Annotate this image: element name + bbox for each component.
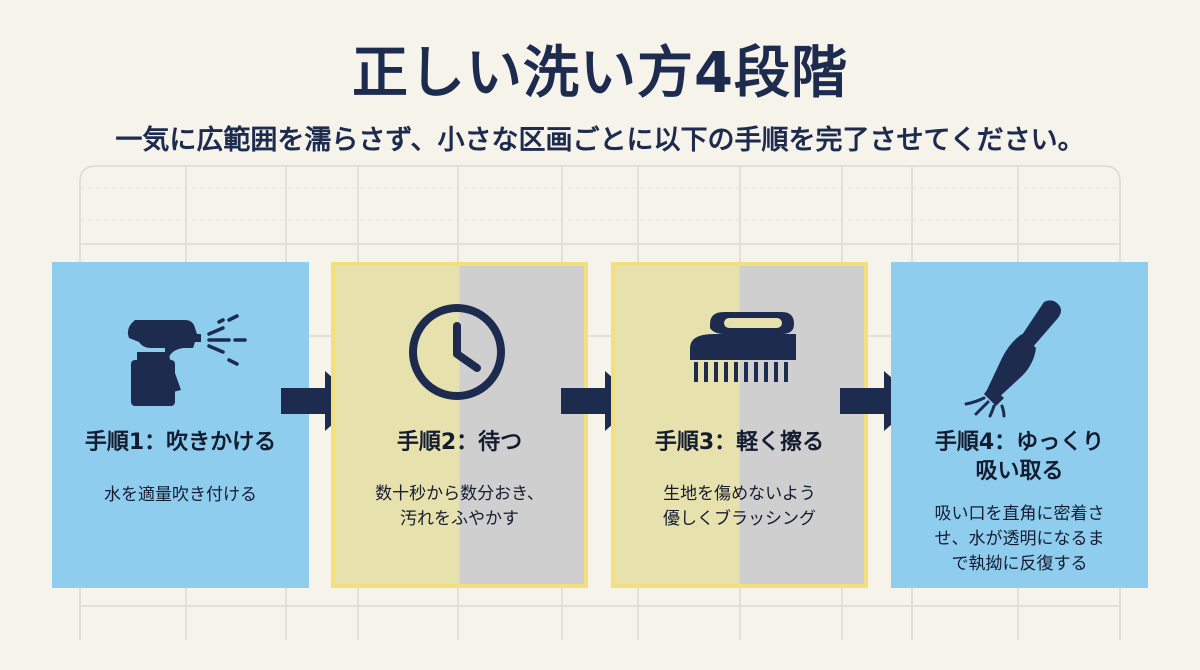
step-description: 生地を傷めないよう 優しくブラッシング (663, 484, 816, 529)
step-card-4: 手順4：ゆっくり 吸い取る 吸い口を直角に密着さ せ、水が透明になるま で執拗に… (891, 262, 1148, 588)
step-description: 数十秒から数分おき、 汚れをふやかす (375, 484, 544, 529)
spray-bottle-icon (52, 298, 309, 408)
page-title: 正しい洗い方4段階 (352, 41, 848, 106)
step-title: 手順2：待つ (396, 430, 523, 455)
page-subtitle: 一気に広範囲を濡らさず、小さな区画ごとに以下の手順を完了させてください。 (115, 125, 1085, 156)
vacuum-nozzle-icon (891, 298, 1148, 418)
step-card-2: 手順2：待つ 数十秒から数分おき、 汚れをふやかす (331, 262, 588, 588)
step-title: 手順4：ゆっくり 吸い取る (934, 430, 1105, 484)
clock-icon (335, 302, 584, 412)
step-description: 水を適量吹き付ける (104, 485, 257, 505)
step-title: 手順1：吹きかける (84, 430, 277, 455)
step-title: 手順3：軽く擦る (654, 430, 825, 455)
step-card-3: 手順3：軽く擦る 生地を傷めないよう 優しくブラッシング (611, 262, 868, 588)
brush-icon (615, 302, 864, 412)
step-description: 吸い口を直角に密着さ せ、水が透明になるま で執拗に反復する (934, 504, 1105, 574)
step-card-1: 手順1：吹きかける 水を適量吹き付ける (52, 262, 309, 588)
